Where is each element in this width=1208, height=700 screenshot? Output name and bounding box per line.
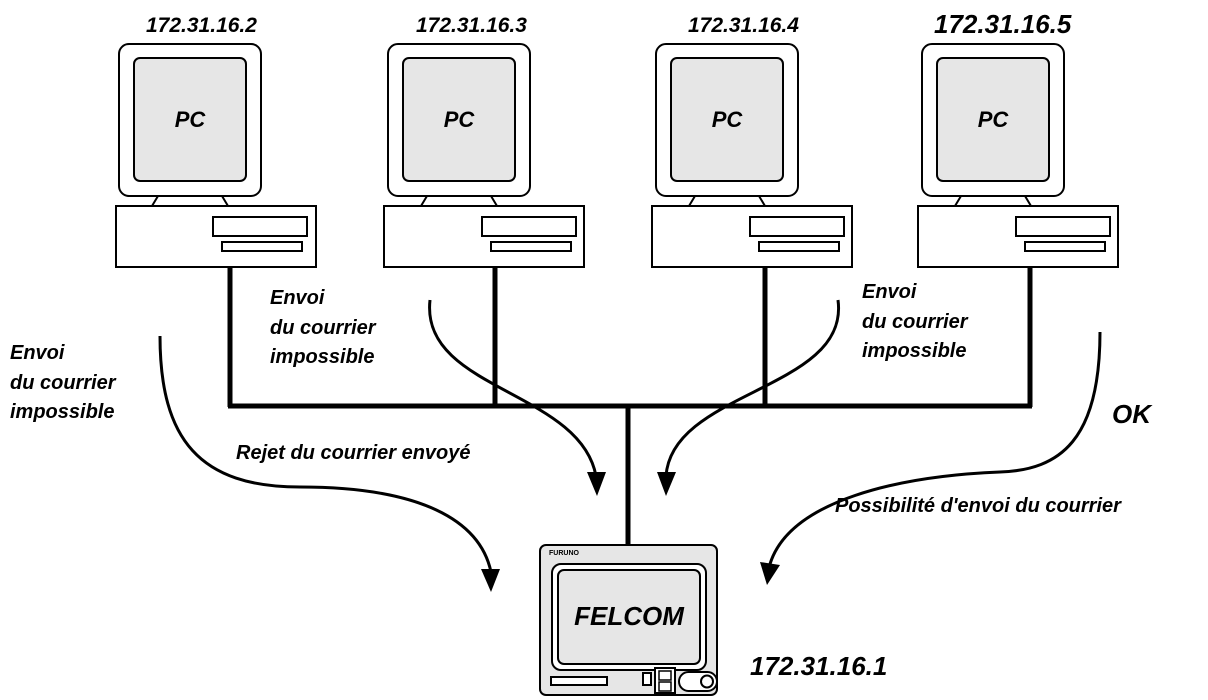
- pc-2-ip-label: 172.31.16.3: [416, 14, 527, 37]
- ok-label: OK: [1112, 399, 1151, 429]
- arrow-pc2: [428, 299, 606, 496]
- note-left-line-2: du courrier: [10, 372, 116, 394]
- network-bus: [227, 267, 1033, 545]
- pc-3: [651, 43, 853, 268]
- note-pc4-line-3: impossible: [862, 340, 967, 362]
- note-pc4-line-2: du courrier: [862, 311, 968, 333]
- felcom-screen-label: FELCOM: [574, 601, 684, 631]
- arrow-reject-left: [158, 335, 500, 592]
- pc-4-screen-label: PC: [977, 107, 1009, 132]
- pc-4-ip-label: 172.31.16.5: [934, 9, 1072, 39]
- felcom-brand-label: FURUNO: [549, 550, 579, 557]
- note-pc2-line-3: impossible: [270, 346, 375, 368]
- arrow-pc4: [657, 299, 840, 496]
- note-pc2-line-2: du courrier: [270, 317, 376, 339]
- note-pc2-line-1: Envoi: [270, 287, 325, 309]
- pc-2-screen-label: PC: [443, 107, 475, 132]
- felcom-ip-label: 172.31.16.1: [750, 651, 888, 681]
- arrow-possible-right: [760, 331, 1102, 585]
- reject-label: Rejet du courrier envoyé: [236, 442, 471, 464]
- pc-1: [115, 43, 317, 268]
- pc-3-screen-label: PC: [711, 107, 743, 132]
- felcom-unit: [539, 544, 718, 696]
- note-left-line-3: impossible: [10, 401, 115, 423]
- pc-1-screen-label: PC: [174, 107, 206, 132]
- note-pc4-line-1: Envoi: [862, 281, 917, 303]
- pc-4: [917, 43, 1119, 268]
- possible-label: Possibilité d'envoi du courrier: [835, 495, 1121, 517]
- pc-3-ip-label: 172.31.16.4: [688, 14, 799, 37]
- note-left-line-1: Envoi: [10, 342, 65, 364]
- pc-1-ip-label: 172.31.16.2: [146, 14, 257, 37]
- pc-2: [383, 43, 585, 268]
